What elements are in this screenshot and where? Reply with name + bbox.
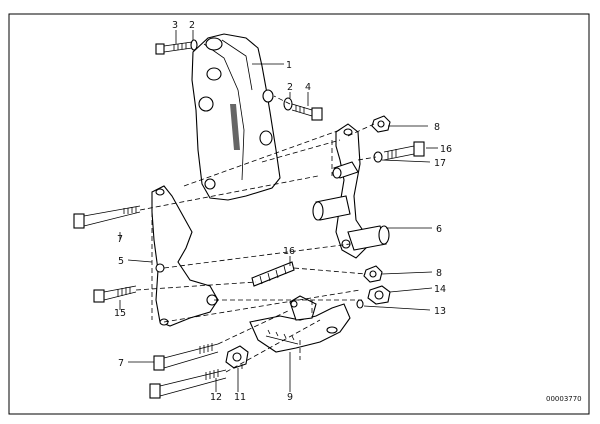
callout-13: 13 bbox=[434, 306, 446, 317]
callouts: 3 2 1 2 4 8 16 17 7 6 5 16 15 8 14 13 7 … bbox=[114, 20, 452, 403]
bolt-12 bbox=[149, 369, 227, 399]
washer-2-right bbox=[283, 97, 293, 111]
callout-15: 15 bbox=[114, 308, 126, 319]
bolt-16-upper bbox=[383, 141, 425, 161]
nut-8-lower bbox=[363, 265, 383, 283]
callout-8-lower: 8 bbox=[436, 268, 442, 279]
callout-7-upper: 7 bbox=[117, 234, 123, 245]
callout-14: 14 bbox=[434, 284, 446, 295]
callout-7-lower: 7 bbox=[118, 358, 124, 369]
bolt-7-lower bbox=[153, 343, 219, 371]
callout-16-upper: 16 bbox=[440, 144, 452, 155]
callout-3: 3 bbox=[172, 20, 178, 31]
right-plate bbox=[312, 123, 390, 259]
lower-bracket bbox=[249, 295, 351, 353]
callout-2-top: 2 bbox=[189, 20, 195, 31]
callout-10: 16 bbox=[283, 246, 295, 257]
reference-number: 00003770 bbox=[546, 395, 582, 403]
callout-9: 9 bbox=[287, 392, 293, 403]
stud-10 bbox=[251, 261, 295, 287]
washer-2-top bbox=[190, 39, 198, 51]
callout-5: 5 bbox=[118, 256, 124, 267]
callout-12: 12 bbox=[210, 392, 222, 403]
callout-8-upper: 8 bbox=[434, 122, 440, 133]
left-plate bbox=[151, 185, 219, 327]
main-bracket bbox=[191, 33, 281, 201]
diagram-frame bbox=[8, 13, 590, 415]
callout-11: 11 bbox=[234, 392, 246, 403]
callout-17: 17 bbox=[434, 158, 446, 169]
callout-2-right: 2 bbox=[287, 82, 293, 93]
nut-14 bbox=[367, 285, 391, 305]
callout-1: 1 bbox=[286, 60, 292, 71]
washer-13 bbox=[356, 299, 364, 309]
nut-8-upper bbox=[371, 115, 391, 133]
nut-11 bbox=[225, 345, 249, 369]
assembly-lines bbox=[135, 95, 377, 373]
bolt-4 bbox=[291, 103, 323, 121]
bolt-15 bbox=[93, 285, 137, 303]
bolt-7-upper bbox=[73, 205, 141, 229]
leader-lines bbox=[119, 30, 438, 392]
callout-6: 6 bbox=[436, 224, 442, 235]
bolt-3 bbox=[155, 41, 193, 55]
callout-4: 4 bbox=[305, 82, 311, 93]
